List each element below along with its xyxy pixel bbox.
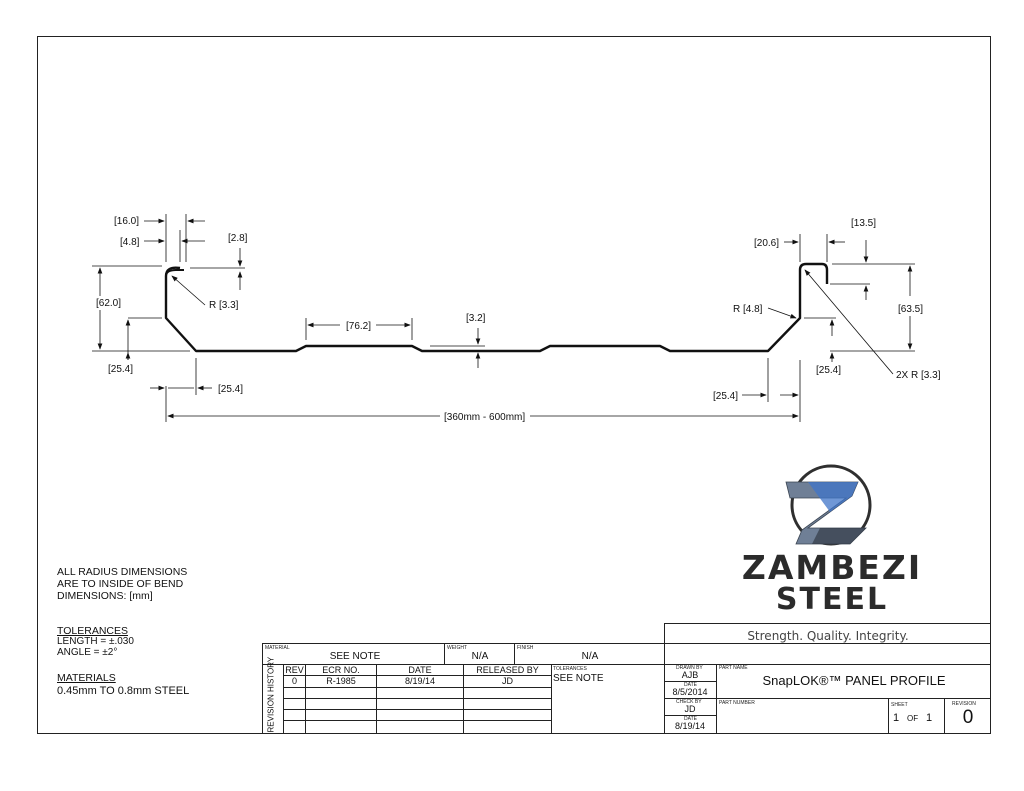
released-value: JD <box>502 676 513 686</box>
note-tolerances-title: TOLERANCES <box>57 625 128 637</box>
drawn-date-label: DATE <box>684 682 697 688</box>
dim-76-2: [76.2] <box>346 321 371 332</box>
check-by-value: JD <box>684 704 696 714</box>
dim-r-3-3: R [3.3] <box>209 300 239 311</box>
note-materials-value: 0.45mm TO 0.8mm STEEL <box>57 685 190 697</box>
dim-2x-r-3-3: 2X R [3.3] <box>896 370 941 381</box>
logo-tagline: Strength. Quality. Integrity. <box>747 629 909 643</box>
tolerances-value: SEE NOTE <box>553 673 604 684</box>
tolerances-label: TOLERANCES <box>553 666 587 672</box>
sheet-of: OF <box>907 714 919 723</box>
revision-history-label: REVISION HISTORY <box>266 656 276 733</box>
ecr-header: ECR NO. <box>322 665 360 675</box>
drawn-date-value: 8/5/2014 <box>672 687 708 697</box>
weight-label: WEIGHT <box>447 645 467 651</box>
logo-name-line2: STEEL <box>775 582 889 617</box>
dim-2-8: [2.8] <box>228 233 248 244</box>
part-number-label: PART NUMBER <box>719 700 755 706</box>
dim-62-0: [62.0] <box>96 298 121 309</box>
dim-overall-width: [360mm - 600mm] <box>444 412 525 423</box>
dim-63-5: [63.5] <box>898 304 923 315</box>
dim-25-4-left: [25.4] <box>108 364 133 375</box>
dimension-lines <box>92 214 915 422</box>
note-radius-1: ALL RADIUS DIMENSIONS <box>57 566 188 578</box>
date-value: 8/19/14 <box>404 676 436 686</box>
revision-label: REVISION <box>952 701 976 707</box>
material-value: SEE NOTE <box>329 651 381 662</box>
finish-value: N/A <box>581 651 599 662</box>
sheet-total: 1 <box>926 712 933 724</box>
note-radius-2: ARE TO INSIDE OF BEND <box>57 578 184 590</box>
left-hem-hook <box>165 269 184 277</box>
date-header: DATE <box>408 665 432 675</box>
drawing-sheet <box>37 36 991 734</box>
note-materials-title: MATERIALS <box>57 672 116 684</box>
material-label: MATERIAL <box>265 645 290 651</box>
released-header: RELEASED BY <box>476 665 539 675</box>
dim-4-8: [4.8] <box>120 237 140 248</box>
note-radius-3: DIMENSIONS: [mm] <box>57 590 153 602</box>
drawn-by-label: DRAWN BY <box>676 665 703 671</box>
ecr-value: R-1985 <box>326 676 356 686</box>
dim-25-4-right: [25.4] <box>816 365 841 376</box>
weight-value: N/A <box>471 651 489 662</box>
panel-profile-line <box>164 262 829 353</box>
sheet-value: 1 <box>893 712 900 724</box>
rev-header: REV <box>285 665 304 675</box>
note-tol-angle: ANGLE = ±2° <box>57 647 118 658</box>
dim-r-4-8: R [4.8] <box>733 304 763 315</box>
finish-label: FINISH <box>517 645 534 651</box>
drawn-by-value: AJB <box>681 670 699 680</box>
revision-value: 0 <box>962 707 974 728</box>
rev-value: 0 <box>291 676 297 686</box>
check-date-label: DATE <box>684 716 697 722</box>
dim-25-4-bottom: [25.4] <box>218 384 243 395</box>
part-name-label: PART NAME <box>719 665 748 671</box>
dim-20-6: [20.6] <box>754 238 779 249</box>
dim-25-4-right-bottom: [25.4] <box>713 391 738 402</box>
zambezi-logo-emblem <box>785 464 872 546</box>
check-date-value: 8/19/14 <box>674 721 706 731</box>
logo-name-line1: ZAMBEZI <box>741 548 923 587</box>
dim-3-2: [3.2] <box>466 313 486 324</box>
sheet-label: SHEET <box>891 702 908 708</box>
note-tol-length: LENGTH = ±.030 <box>57 636 134 647</box>
dim-13-5: [13.5] <box>851 218 876 229</box>
dim-16-0: [16.0] <box>114 216 139 227</box>
check-by-label: CHECK BY <box>676 699 702 705</box>
part-name-value: SnapLOK®™ PANEL PROFILE <box>762 673 946 688</box>
